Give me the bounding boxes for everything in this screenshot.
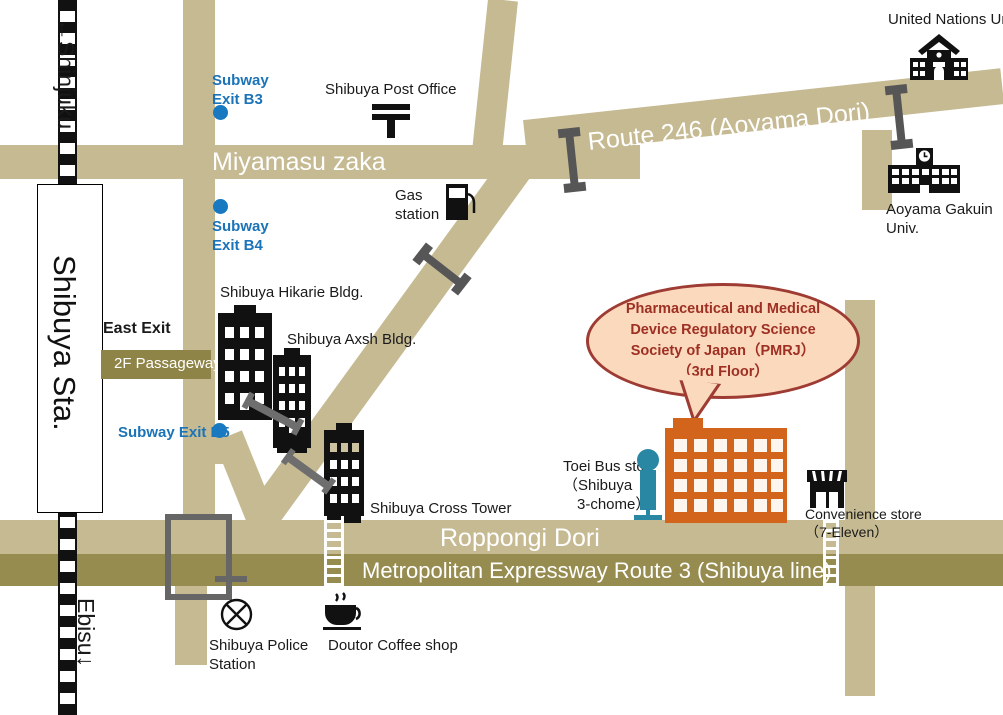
- aoyama-gakuin-label: Aoyama Gakuin Univ.: [886, 200, 993, 238]
- road-stub-b5: [183, 436, 243, 464]
- pmrj-line-1: Pharmaceutical and Medical: [625, 300, 821, 317]
- road-label-roppongi-dori: Roppongi Dori: [440, 524, 600, 552]
- highway-ramp-tail: [215, 576, 247, 582]
- subway-exit-b4-line2: Exit B4: [212, 237, 263, 255]
- subway-exit-b3-label: Subway Exit B3: [212, 71, 269, 109]
- bus-stop-line1: Toei Bus stop: [563, 458, 654, 475]
- pmrj-balloon-tail: [672, 374, 742, 427]
- subway-exit-b3-dot[interactable]: [213, 105, 228, 120]
- station-east-exit-label: East Exit: [103, 320, 171, 337]
- convenience-store-icon: [806, 466, 848, 510]
- pmrj-callout-text: Pharmaceutical and Medical Device Regula…: [626, 299, 820, 383]
- office-tower-icon-axsh: [272, 348, 312, 453]
- bus-stop-line2: （Shibuya: [563, 477, 633, 495]
- convenience-store-label: Convenience store （7-Eleven）: [805, 506, 922, 542]
- gas-station-line1: Gas: [395, 187, 423, 204]
- coffee-cup-icon: [322, 592, 370, 632]
- subway-exit-b4-line1: Subway: [212, 218, 269, 235]
- pedestrian-bridge-route246-west: [557, 127, 588, 193]
- cross-tower-label: Shibuya Cross Tower: [370, 500, 512, 517]
- subway-exit-b5-label: Subway Exit B5: [118, 424, 230, 441]
- pedestrian-stairs-left: [323, 516, 345, 592]
- convenience-store-line2: （7-Eleven）: [805, 523, 889, 540]
- pedestrian-bridge-diagonal: [412, 242, 472, 297]
- highway-ramp-outline: [165, 514, 232, 600]
- pmrj-line-2: Device Regulatory Science: [630, 321, 816, 338]
- pmrj-callout-balloon[interactable]: Pharmaceutical and Medical Device Regula…: [586, 283, 860, 399]
- post-office-label: Shibuya Post Office: [325, 81, 457, 98]
- subway-exit-b3-line2: Exit B3: [212, 91, 263, 109]
- subway-exit-b5-dot[interactable]: [212, 423, 227, 438]
- passageway-2f: 2F Passageway: [101, 350, 221, 379]
- road-vertical-right-bottom: [845, 586, 875, 696]
- shibuya-station-label: Shibuya Sta.: [47, 255, 82, 431]
- hikarie-label: Shibuya Hikarie Bldg.: [220, 284, 364, 301]
- police-station-icon: [220, 598, 253, 631]
- subway-exit-b4-label: Subway Exit B4: [212, 217, 269, 255]
- railway-label-shinjuku: ←Shinjuku: [53, 18, 79, 130]
- pmrj-line-3: Society of Japan（PMRJ）: [630, 343, 816, 359]
- police-station-line2: Station: [209, 656, 256, 674]
- road-vertical-upper-mid: [471, 0, 518, 161]
- post-office-icon: [370, 100, 412, 138]
- target-building-icon[interactable]: [665, 418, 787, 523]
- doutor-label: Doutor Coffee shop: [328, 637, 458, 654]
- police-station-line1: Shibuya Police: [209, 637, 309, 654]
- university-clock-icon: [886, 148, 962, 196]
- subway-exit-b3-line1: Subway: [212, 72, 269, 89]
- convenience-store-line1: Convenience store: [805, 506, 922, 522]
- aoyama-gakuin-line1: Aoyama Gakuin: [886, 201, 993, 218]
- road-vertical-right: [862, 130, 892, 210]
- united-nations-univ-label: United Nations Univ.: [888, 11, 1003, 28]
- gas-station-icon: [445, 182, 476, 222]
- railway-label-ebisu: Ebisu↓: [73, 598, 99, 668]
- bus-stop-icon: [631, 448, 665, 522]
- pedestrian-stairs-right: [822, 516, 840, 592]
- office-tower-icon-cross-tower: [323, 423, 365, 523]
- bus-stop-line3: 3-chome）: [577, 496, 651, 514]
- road-label-metropolitan-expressway: Metropolitan Expressway Route 3 (Shibuya…: [362, 558, 832, 583]
- aoyama-gakuin-line2: Univ.: [886, 220, 920, 238]
- bus-stop-label: Toei Bus stop （Shibuya 3-chome）: [563, 457, 653, 515]
- gas-station-label: Gas station: [395, 186, 439, 224]
- school-icon: [908, 32, 970, 82]
- police-station-label: Shibuya Police Station: [209, 636, 308, 674]
- passageway-2f-label: 2F Passageway: [114, 355, 221, 372]
- subway-exit-b4-dot[interactable]: [213, 199, 228, 214]
- road-label-miyamasu-zaka: Miyamasu zaka: [212, 148, 386, 176]
- pedestrian-bridge-route246-east: [884, 84, 915, 150]
- gas-station-line2: station: [395, 206, 440, 224]
- shibuya-station-box[interactable]: [37, 184, 103, 513]
- axsh-label: Shibuya Axsh Bldg.: [287, 331, 417, 348]
